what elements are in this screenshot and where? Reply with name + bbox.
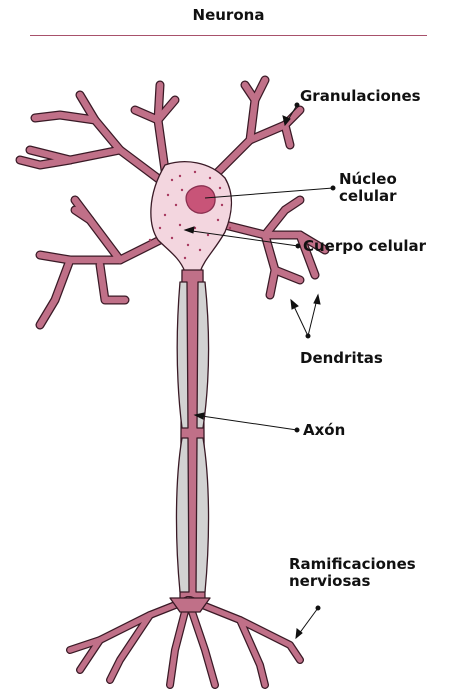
nucleus (186, 186, 215, 213)
cell-body (151, 162, 232, 272)
label-ramificaciones-line2: nerviosas (289, 573, 370, 590)
myelin-sheath-upper (177, 282, 188, 428)
label-nucleo-line1: Núcleo (339, 171, 397, 188)
axon-terminals (70, 600, 300, 685)
label-ramificaciones-line1: Ramificaciones (289, 556, 416, 573)
label-axon: Axón (303, 422, 345, 439)
label-granulaciones: Granulaciones (300, 88, 421, 105)
myelin-sheath-lower (176, 438, 189, 592)
label-dendritas: Dendritas (300, 350, 383, 367)
label-cuerpo-celular: Cuerpo celular (303, 238, 426, 255)
axon (176, 270, 208, 600)
label-nucleo-line2: celular (339, 188, 397, 205)
